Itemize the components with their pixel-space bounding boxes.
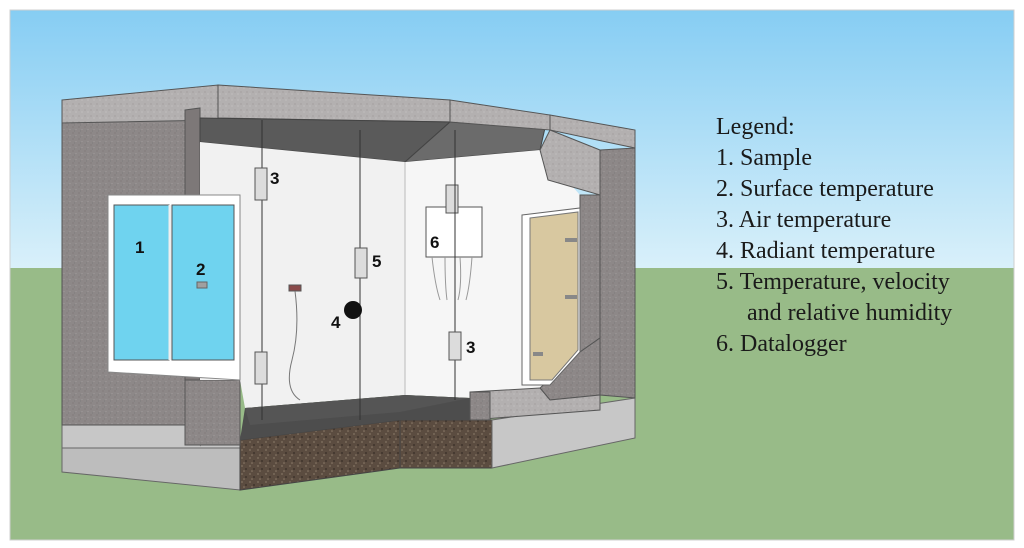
frame-border <box>9 9 1015 541</box>
label-datalogger: 6 <box>430 233 439 252</box>
label-temperature-velocity: 5 <box>372 252 381 271</box>
surface-temperature-sensor <box>196 281 208 289</box>
legend-item-number: 6. <box>716 331 734 357</box>
legend-item-air-temperature: 3. Air temperature <box>716 205 1016 236</box>
legend-item-radiant-temperature: 4. Radiant temperature <box>716 236 1016 267</box>
door <box>521 207 581 386</box>
legend-item-sample: 1. Sample <box>716 143 1016 174</box>
legend-item-text: Radiant temperature <box>740 238 936 264</box>
label-sample: 1 <box>135 238 144 257</box>
label-radiant-temperature: 4 <box>331 313 341 332</box>
label-air-temperature-bottom: 3 <box>466 338 475 357</box>
legend-item-text: Air temperature <box>738 207 892 233</box>
right-wall <box>469 129 636 421</box>
legend-list: 1. Sample 2. Surface temperature 3. Air … <box>716 143 1016 360</box>
label-surface-temperature: 2 <box>196 260 205 279</box>
legend: Legend: 1. Sample 2. Surface temperature… <box>716 112 1016 360</box>
legend-item-number: 2. <box>716 176 734 202</box>
legend-item-number: 1. <box>716 145 734 171</box>
legend-item-text: Temperature, velocity <box>739 269 950 295</box>
window <box>107 194 241 381</box>
legend-item-number: 4. <box>716 238 734 264</box>
legend-item-number: 3. <box>716 207 734 233</box>
legend-item-datalogger: 6. Datalogger <box>716 329 1016 360</box>
label-air-temperature-top: 3 <box>270 169 279 188</box>
air-temperature-sensor-left <box>254 120 268 420</box>
legend-item-text-continued: and relative humidity <box>747 300 953 326</box>
legend-item-text: Sample <box>740 145 812 171</box>
legend-item-text: Surface temperature <box>740 176 934 202</box>
legend-item-number: 5. <box>716 269 734 295</box>
legend-item-temperature-velocity-humidity: 5. Temperature, velocity and relative hum… <box>716 267 1016 329</box>
legend-title: Legend: <box>716 114 795 140</box>
radiant-temperature-sensor <box>288 130 368 420</box>
legend-item-text: Datalogger <box>740 331 847 357</box>
datalogger <box>425 130 483 400</box>
legend-item-surface-temperature: 2. Surface temperature <box>716 174 1016 205</box>
floor <box>240 395 470 440</box>
